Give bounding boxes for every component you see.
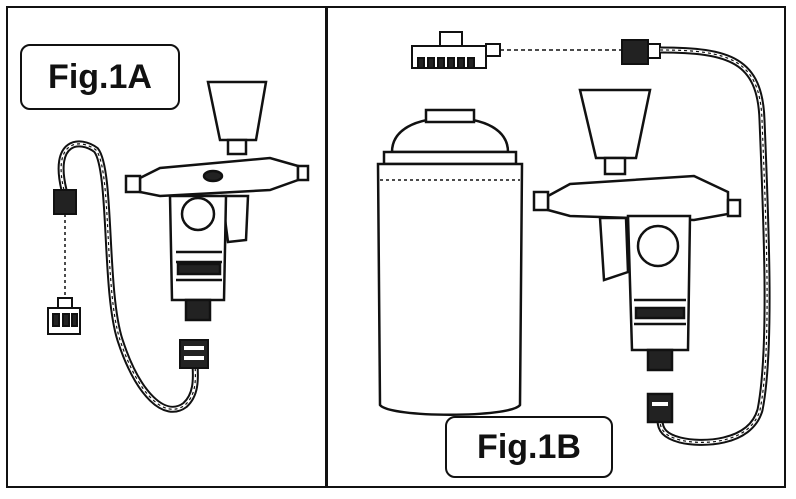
propellant-can-icon [376,108,524,416]
figure-label-1b: Fig.1B [445,416,613,478]
panel-divider [325,6,328,488]
hose-icon-right [656,46,771,446]
connector-icon [47,189,209,369]
diagram-frame [6,6,786,488]
airbrush-icon-right [532,88,742,424]
hose-icon [57,140,199,413]
airbrush-icon [124,80,310,322]
figure-label-1a: Fig.1A [20,44,180,110]
adapter-valve-icon [411,31,661,69]
